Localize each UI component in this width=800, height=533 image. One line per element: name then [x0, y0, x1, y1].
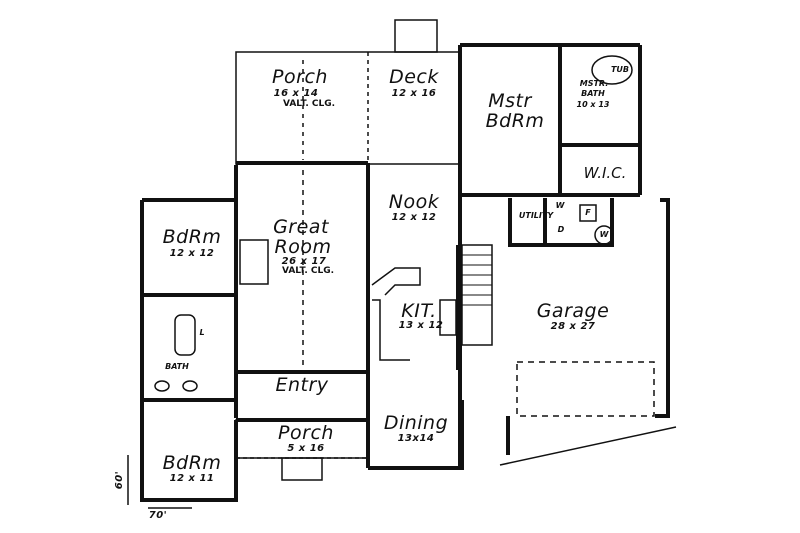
room-dims-bedroom-1: 12 x 12	[169, 248, 215, 259]
linen-label: L	[199, 328, 205, 337]
room-label-master-bath: MSTR.	[579, 79, 609, 88]
room-dims-rear-porch: 16 x 14	[273, 88, 319, 99]
room-label-bath: BATH	[165, 362, 189, 371]
room-dims-great-room: 26 x 17	[281, 256, 327, 267]
room-note-great-room: VALT. CLG.	[281, 266, 335, 276]
room-label-entry: Entry	[275, 374, 329, 396]
room-label-nook: Nook	[388, 191, 440, 213]
water-heater-label: W	[599, 230, 609, 239]
room-label-bedroom-1: BdRm	[162, 226, 222, 248]
room-label-rear-porch: Porch	[272, 66, 328, 88]
washer-label: W	[555, 201, 565, 210]
room-label-front-porch: Porch	[278, 422, 334, 444]
room-label-garage: Garage	[536, 300, 610, 322]
room-dims-nook: 12 x 12	[391, 212, 437, 223]
overall-depth-dimension: 60'	[114, 470, 125, 490]
room-label-master-bedroom-2: BdRm	[485, 110, 545, 132]
dryer-label: D	[557, 225, 565, 234]
room-label-bedroom-2: BdRm	[162, 452, 222, 474]
room-label-deck: Deck	[389, 66, 439, 88]
room-dims-front-porch: 5 x 16	[287, 443, 325, 454]
room-label-great-room-2: Room	[274, 236, 332, 258]
room-dims-garage: 28 x 27	[550, 321, 596, 332]
furnace-label: F	[585, 208, 591, 217]
room-dims-kitchen: 13 x 12	[398, 320, 444, 331]
room-dims-master-bath: 10 x 13	[576, 100, 610, 109]
room-dims-deck: 12 x 16	[391, 88, 437, 99]
room-label-kitchen: KIT.	[401, 300, 437, 322]
room-label-utility: UTILITY	[518, 211, 554, 220]
room-label-great-room: Great	[273, 216, 329, 238]
room-label-dining: Dining	[383, 412, 449, 434]
room-label-master-bedroom: Mstr	[488, 90, 532, 112]
room-label-master-bath-2: BATH	[581, 89, 605, 98]
overall-width-dimension: 70'	[148, 510, 168, 521]
tub-label: TUB	[610, 65, 630, 74]
room-note-rear-porch: VALT. CLG.	[282, 99, 336, 109]
room-label-wic: W.I.C.	[583, 164, 627, 182]
room-dims-dining: 13x14	[397, 433, 435, 444]
room-dims-bedroom-2: 12 x 11	[169, 473, 215, 484]
